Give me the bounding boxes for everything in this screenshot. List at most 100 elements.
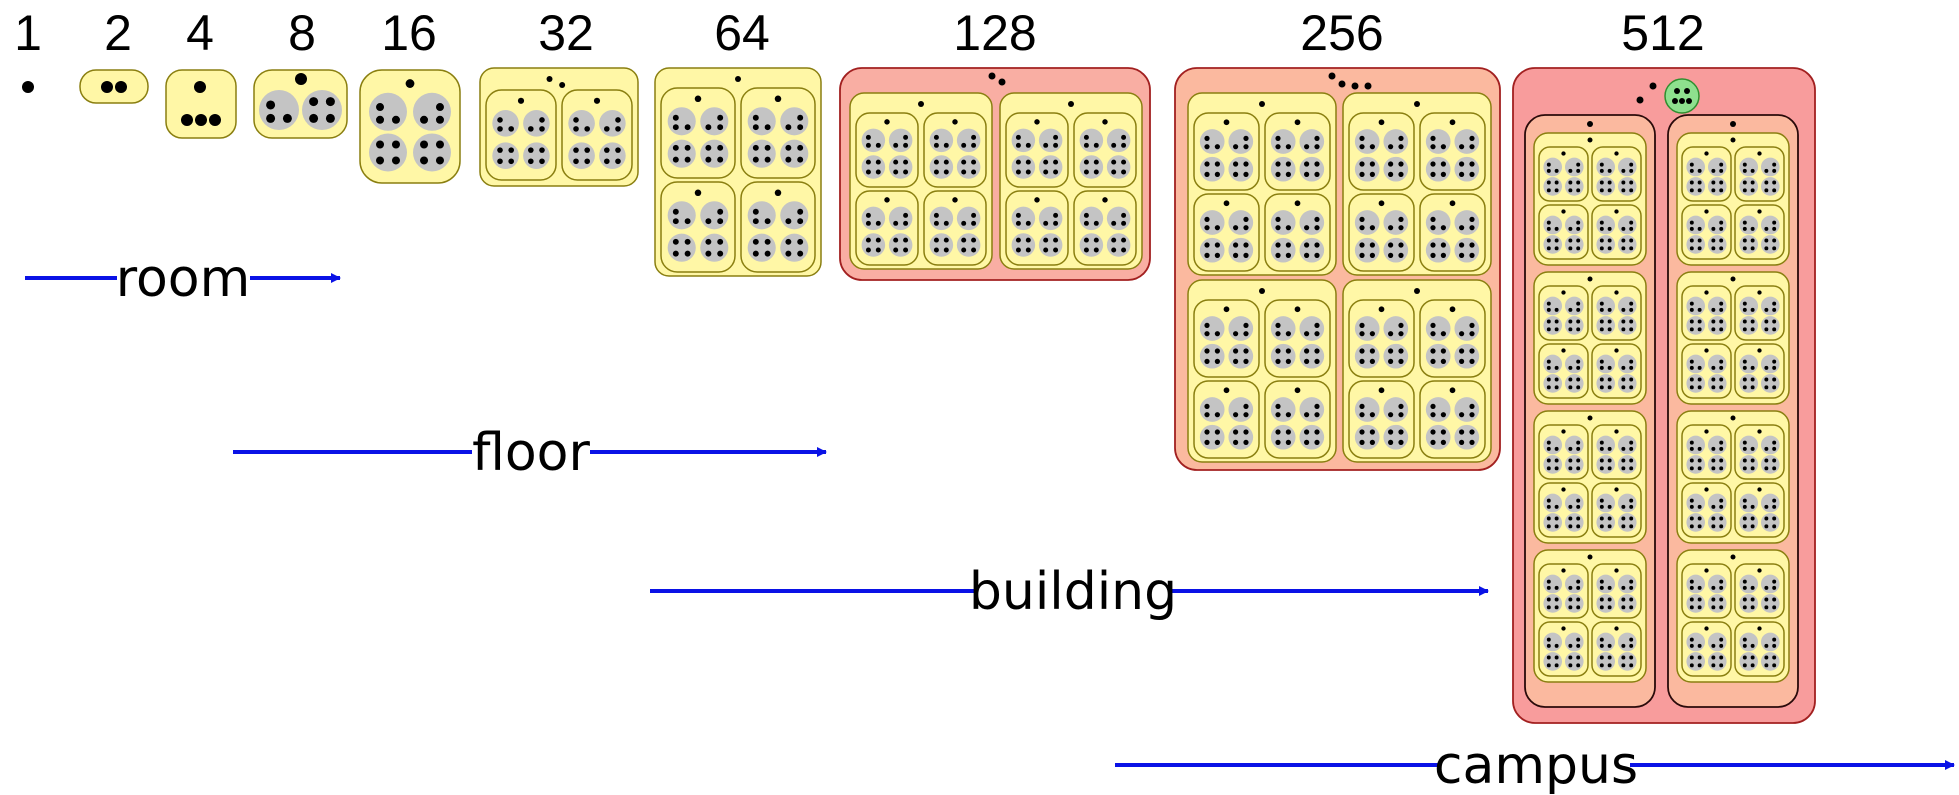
node-dot	[1430, 252, 1436, 258]
node-dot	[1576, 226, 1581, 231]
node-dot	[1568, 168, 1573, 173]
node-dot	[1369, 252, 1375, 258]
unit-16-top-dot	[1757, 290, 1762, 295]
node-dot	[971, 169, 977, 175]
node-dot	[1121, 169, 1127, 175]
node-dot	[865, 212, 871, 218]
gray-cluster	[1564, 157, 1584, 177]
node-dot	[1359, 331, 1365, 337]
node-dot	[604, 147, 610, 153]
node-dot	[717, 114, 724, 121]
node-dot	[1750, 605, 1755, 610]
node-dot	[1204, 225, 1210, 231]
node-dot	[1719, 663, 1724, 668]
node-dot	[1440, 161, 1446, 167]
gray-cluster	[1739, 435, 1759, 455]
node-dot	[672, 144, 679, 151]
node-dot	[1719, 377, 1724, 382]
node-dot	[1599, 319, 1604, 324]
node-dot	[1576, 637, 1581, 642]
node-dot	[1772, 238, 1777, 243]
node-dot	[528, 147, 534, 153]
node-dot	[1204, 242, 1210, 248]
node-dot	[1772, 327, 1777, 332]
node-dot	[764, 156, 771, 163]
node-dot	[1214, 348, 1220, 354]
gray-cluster	[888, 155, 913, 179]
node-dot	[1742, 605, 1747, 610]
gray-cluster	[1564, 513, 1584, 532]
node-dot	[1554, 643, 1559, 648]
node-dot	[1314, 322, 1320, 328]
node-dot	[1459, 225, 1465, 231]
node-dot	[1587, 276, 1593, 282]
gray-cluster	[1011, 206, 1036, 231]
gray-cluster	[1686, 296, 1706, 316]
node-dot	[1764, 458, 1769, 463]
gray-cluster	[1739, 455, 1759, 474]
unit-16	[1681, 424, 1732, 480]
unit-16-top-dot	[1102, 197, 1108, 203]
unit-16-top-dot	[1034, 197, 1040, 203]
node-dot	[1554, 655, 1559, 660]
unit-16-top-dot	[405, 79, 415, 88]
node-dot	[1599, 238, 1604, 243]
room-label: room	[116, 249, 251, 309]
node-dot	[1275, 216, 1281, 222]
gray-cluster	[1686, 157, 1706, 177]
node-dot	[1689, 524, 1694, 529]
node-dot	[943, 169, 949, 175]
node-dot	[1285, 252, 1291, 258]
unit-16	[1681, 621, 1732, 677]
unit-64-small	[1676, 271, 1790, 405]
node-dot	[705, 238, 712, 245]
node-dot	[1629, 663, 1634, 668]
node-dot	[1440, 144, 1446, 150]
node-dot	[1304, 412, 1310, 418]
unit-16-top-dot	[952, 119, 958, 125]
node-dot	[943, 159, 949, 165]
node-dot	[1554, 524, 1559, 529]
node-dot	[1599, 365, 1604, 370]
node-dot	[1359, 439, 1365, 445]
node-dot	[1469, 144, 1475, 150]
node-dot	[1607, 605, 1612, 610]
node-dot	[1689, 238, 1694, 243]
gray-cluster	[667, 201, 696, 230]
node-dot	[435, 103, 444, 112]
gray-cluster	[1739, 574, 1759, 594]
node-dot	[1121, 142, 1127, 148]
unit-16-top-dot	[952, 197, 958, 203]
node-dot	[943, 142, 949, 148]
node-dot	[1043, 237, 1049, 243]
node-dot	[971, 134, 977, 140]
node-dot	[1629, 168, 1634, 173]
node-dot	[1672, 98, 1678, 104]
node-dot	[961, 220, 967, 226]
node-dot	[1607, 377, 1612, 382]
node-dot	[573, 126, 579, 132]
gray-cluster	[492, 110, 519, 137]
node-dot	[1214, 242, 1220, 248]
node-dot	[1689, 446, 1694, 451]
unit-16-top-dot	[1449, 119, 1456, 126]
node-dot	[1204, 252, 1210, 258]
node-dot	[1554, 246, 1559, 251]
node-dot	[1469, 412, 1475, 418]
gray-cluster	[1686, 316, 1706, 335]
node-dot	[1719, 359, 1724, 364]
node-dot	[1587, 121, 1593, 127]
gray-cluster	[1707, 374, 1727, 393]
gray-cluster	[1739, 594, 1759, 613]
node-dot	[1111, 220, 1117, 226]
node-dot	[1440, 358, 1446, 364]
node-dot	[1359, 225, 1365, 231]
node-dot	[1430, 242, 1436, 248]
node-dot	[1689, 579, 1694, 584]
node-dot	[1629, 524, 1634, 529]
node-dot	[893, 142, 899, 148]
node-dot	[1686, 98, 1692, 104]
gray-cluster	[1199, 129, 1225, 154]
node-dot	[1398, 348, 1404, 354]
node-dot	[1546, 524, 1551, 529]
